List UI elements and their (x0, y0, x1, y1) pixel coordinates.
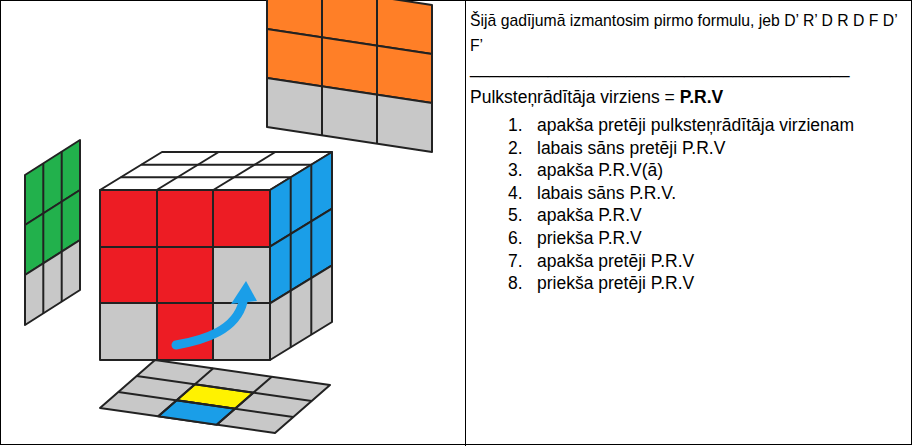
grid-line (137, 376, 312, 401)
gray-row (267, 78, 432, 152)
red-tile (157, 190, 213, 247)
step-text: priekša P.R.V (537, 227, 642, 249)
definition-text: Pulksteņrādītāja virziens = (470, 86, 675, 108)
column-divider (465, 0, 466, 446)
gray-tile (100, 303, 157, 360)
grid-line (217, 377, 272, 425)
step-text: apakša pretēji pulksteņrādītāja virziena… (537, 114, 854, 136)
grid-line (118, 392, 293, 417)
gray-row (25, 240, 80, 325)
step-number: 2. (508, 137, 523, 159)
step-number: 1. (508, 114, 523, 136)
step-text: labais sāns pretēji P.R.V (537, 137, 725, 159)
grid-line (157, 152, 219, 190)
grid-line (376, 0, 378, 144)
grid-line (213, 152, 275, 190)
intro-text: Šijā gadījumā izmantosim pirmo formulu, … (470, 8, 910, 58)
grid-line (290, 177, 292, 347)
grid-line (42, 163, 44, 313)
grid-line (321, 0, 323, 135)
step-text: apakša pretēji P.R.V (537, 250, 694, 272)
cube-drawing (25, 0, 432, 433)
step-text: apakša P.R.V (537, 204, 642, 226)
move-arrow (176, 302, 243, 345)
step-number: 3. (508, 159, 523, 181)
red-tile (213, 190, 270, 247)
step-number: 4. (508, 182, 523, 204)
red-tile (100, 247, 157, 303)
step-number: 7. (508, 250, 523, 272)
step-text: labais sāns P.R.V. (537, 182, 676, 204)
grid-line (158, 368, 213, 416)
bottom-panel (100, 360, 330, 433)
step-text: priekša pretēji P.R.V (537, 272, 694, 294)
step-number: 8. (508, 272, 523, 294)
grid-line (310, 165, 312, 335)
gray-row (270, 265, 332, 360)
gray-tile (213, 247, 270, 303)
grid-line (121, 176, 291, 178)
step-number: 5. (508, 204, 523, 226)
step-text: apakša P.R.V(ā) (537, 159, 663, 181)
red-tile (100, 190, 157, 247)
arrow-head (231, 281, 257, 304)
grid-line (141, 164, 311, 166)
separator-line: _______________________________________ (470, 56, 850, 78)
red-tile (157, 303, 213, 360)
abbreviation: P.R.V (680, 86, 723, 108)
red-tile (157, 247, 213, 303)
step-number: 6. (508, 227, 523, 249)
grid-line (61, 152, 63, 302)
